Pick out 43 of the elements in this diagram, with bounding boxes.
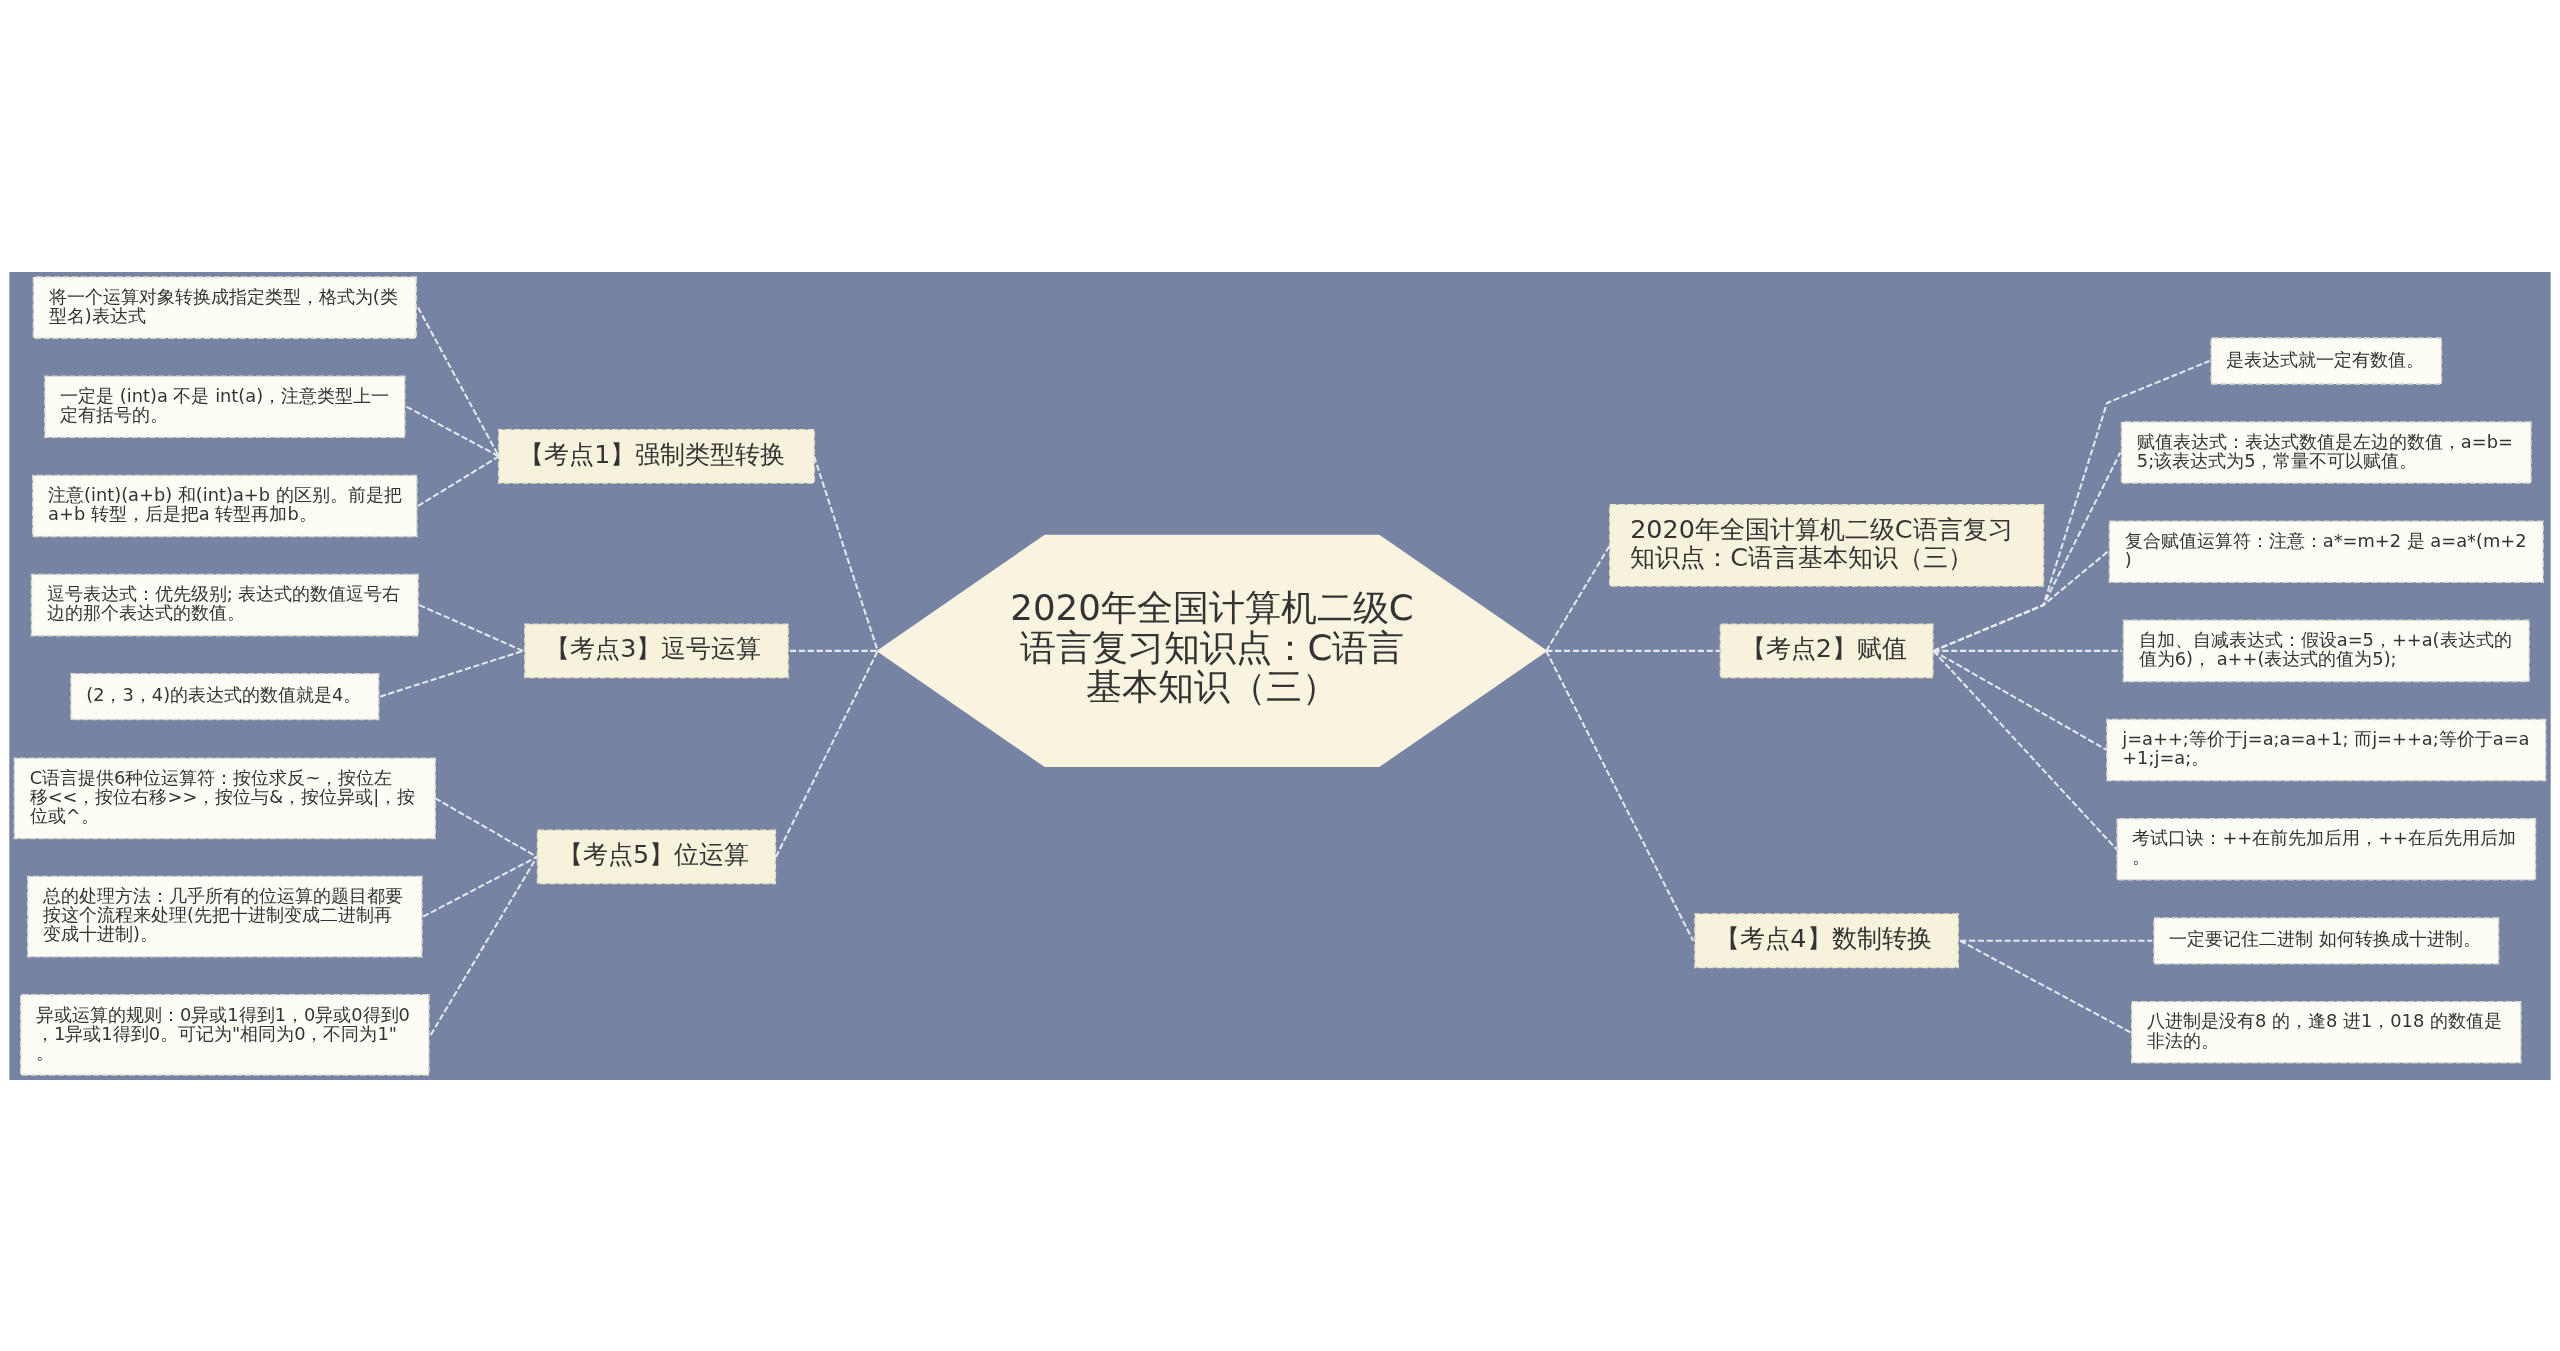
connector xyxy=(434,797,538,858)
connector xyxy=(429,855,538,1035)
connector xyxy=(1933,649,2122,652)
node-box: 【考点4】数制转换 xyxy=(1694,912,1959,968)
node-box: 2020年全国计算机二级C语言复习知识点：C语言基本知识（三） xyxy=(1609,503,2045,587)
connector xyxy=(1960,939,2153,942)
connector xyxy=(1932,649,2118,850)
connector xyxy=(1933,451,2122,652)
node-box: C语言提供6种位运算符：按位求反~，按位左移<<，按位右移>>，按位与&，按位异或|，按位或^。 xyxy=(13,757,436,839)
node-box: 注意(int)(a+b) 和(int)a+b 的区别。前是把a+b 转型，后是把a 转型再加b。 xyxy=(32,474,418,537)
connector xyxy=(1546,649,1720,652)
node-box: 将一个运算对象转换成指定类型，格式为(类型名)表达式 xyxy=(32,275,417,339)
connector xyxy=(418,603,524,652)
node-box: 一定是 (int)a 不是 int(a)，注意类型上一定有括号的。 xyxy=(44,375,406,438)
connector xyxy=(1959,939,2131,1033)
node-box: 【考点2】赋值 xyxy=(1719,622,1934,678)
connector xyxy=(417,306,500,457)
node-box: 【考点3】逗号运算 xyxy=(524,622,789,678)
connector xyxy=(1933,550,2109,652)
node-box: 考试口诀：++在前先加后用，++在后先用后加。 xyxy=(2116,817,2537,880)
connector xyxy=(1545,544,1611,651)
connector xyxy=(775,649,879,857)
node-box: 八进制是没有8 的，逢8 进1，018 的数值是非法的。 xyxy=(2131,1000,2522,1064)
node-box: 总的处理方法：几乎所有的位运算的题目都要按这个流程来处理(先把十进制变成二进制再变成十进制)。 xyxy=(27,875,423,957)
node-box: 异或运算的规则：0异或1得到1，0异或0得到0，1异或1得到0。可记为"相同为0，不同为1"。 xyxy=(20,993,430,1076)
node-box: 是表达式就一定有数值。 xyxy=(2210,336,2443,385)
connector xyxy=(1545,649,1694,941)
node-box: 自加、自减表达式：假设a=5，++a(表达式的值为6)， a++(表达式的值为5); xyxy=(2122,619,2530,682)
connector xyxy=(406,405,500,457)
node-box: (2，3，4)的表达式的数值就是4。 xyxy=(70,672,380,720)
connector xyxy=(813,455,879,651)
connector xyxy=(789,649,878,652)
node-box: 赋值表达式：表达式数值是左边的数值，a=b=5;该表达式为5，常量不可以赋值。 xyxy=(2120,420,2532,484)
connector xyxy=(379,649,524,698)
node-box: 【考点5】位运算 xyxy=(536,828,777,884)
node-box: 【考点1】强制类型转换 xyxy=(498,428,815,484)
node-box: 逗号表达式：优先级别; 表达式的数值逗号右边的那个表达式的数值。 xyxy=(30,573,419,636)
connector xyxy=(1933,359,2210,652)
node-box: 一定要记住二进制 如何转换成十进制。 xyxy=(2153,916,2500,964)
connector xyxy=(422,855,538,917)
node-box: 复合赋值运算符：注意：a*=m+2 是 a=a*(m+2) xyxy=(2108,519,2544,583)
connector xyxy=(417,455,500,507)
node-box: j=a++;等价于j=a;a=a+1; 而j=++a;等价于a=a+1;j=a;。 xyxy=(2106,718,2547,781)
